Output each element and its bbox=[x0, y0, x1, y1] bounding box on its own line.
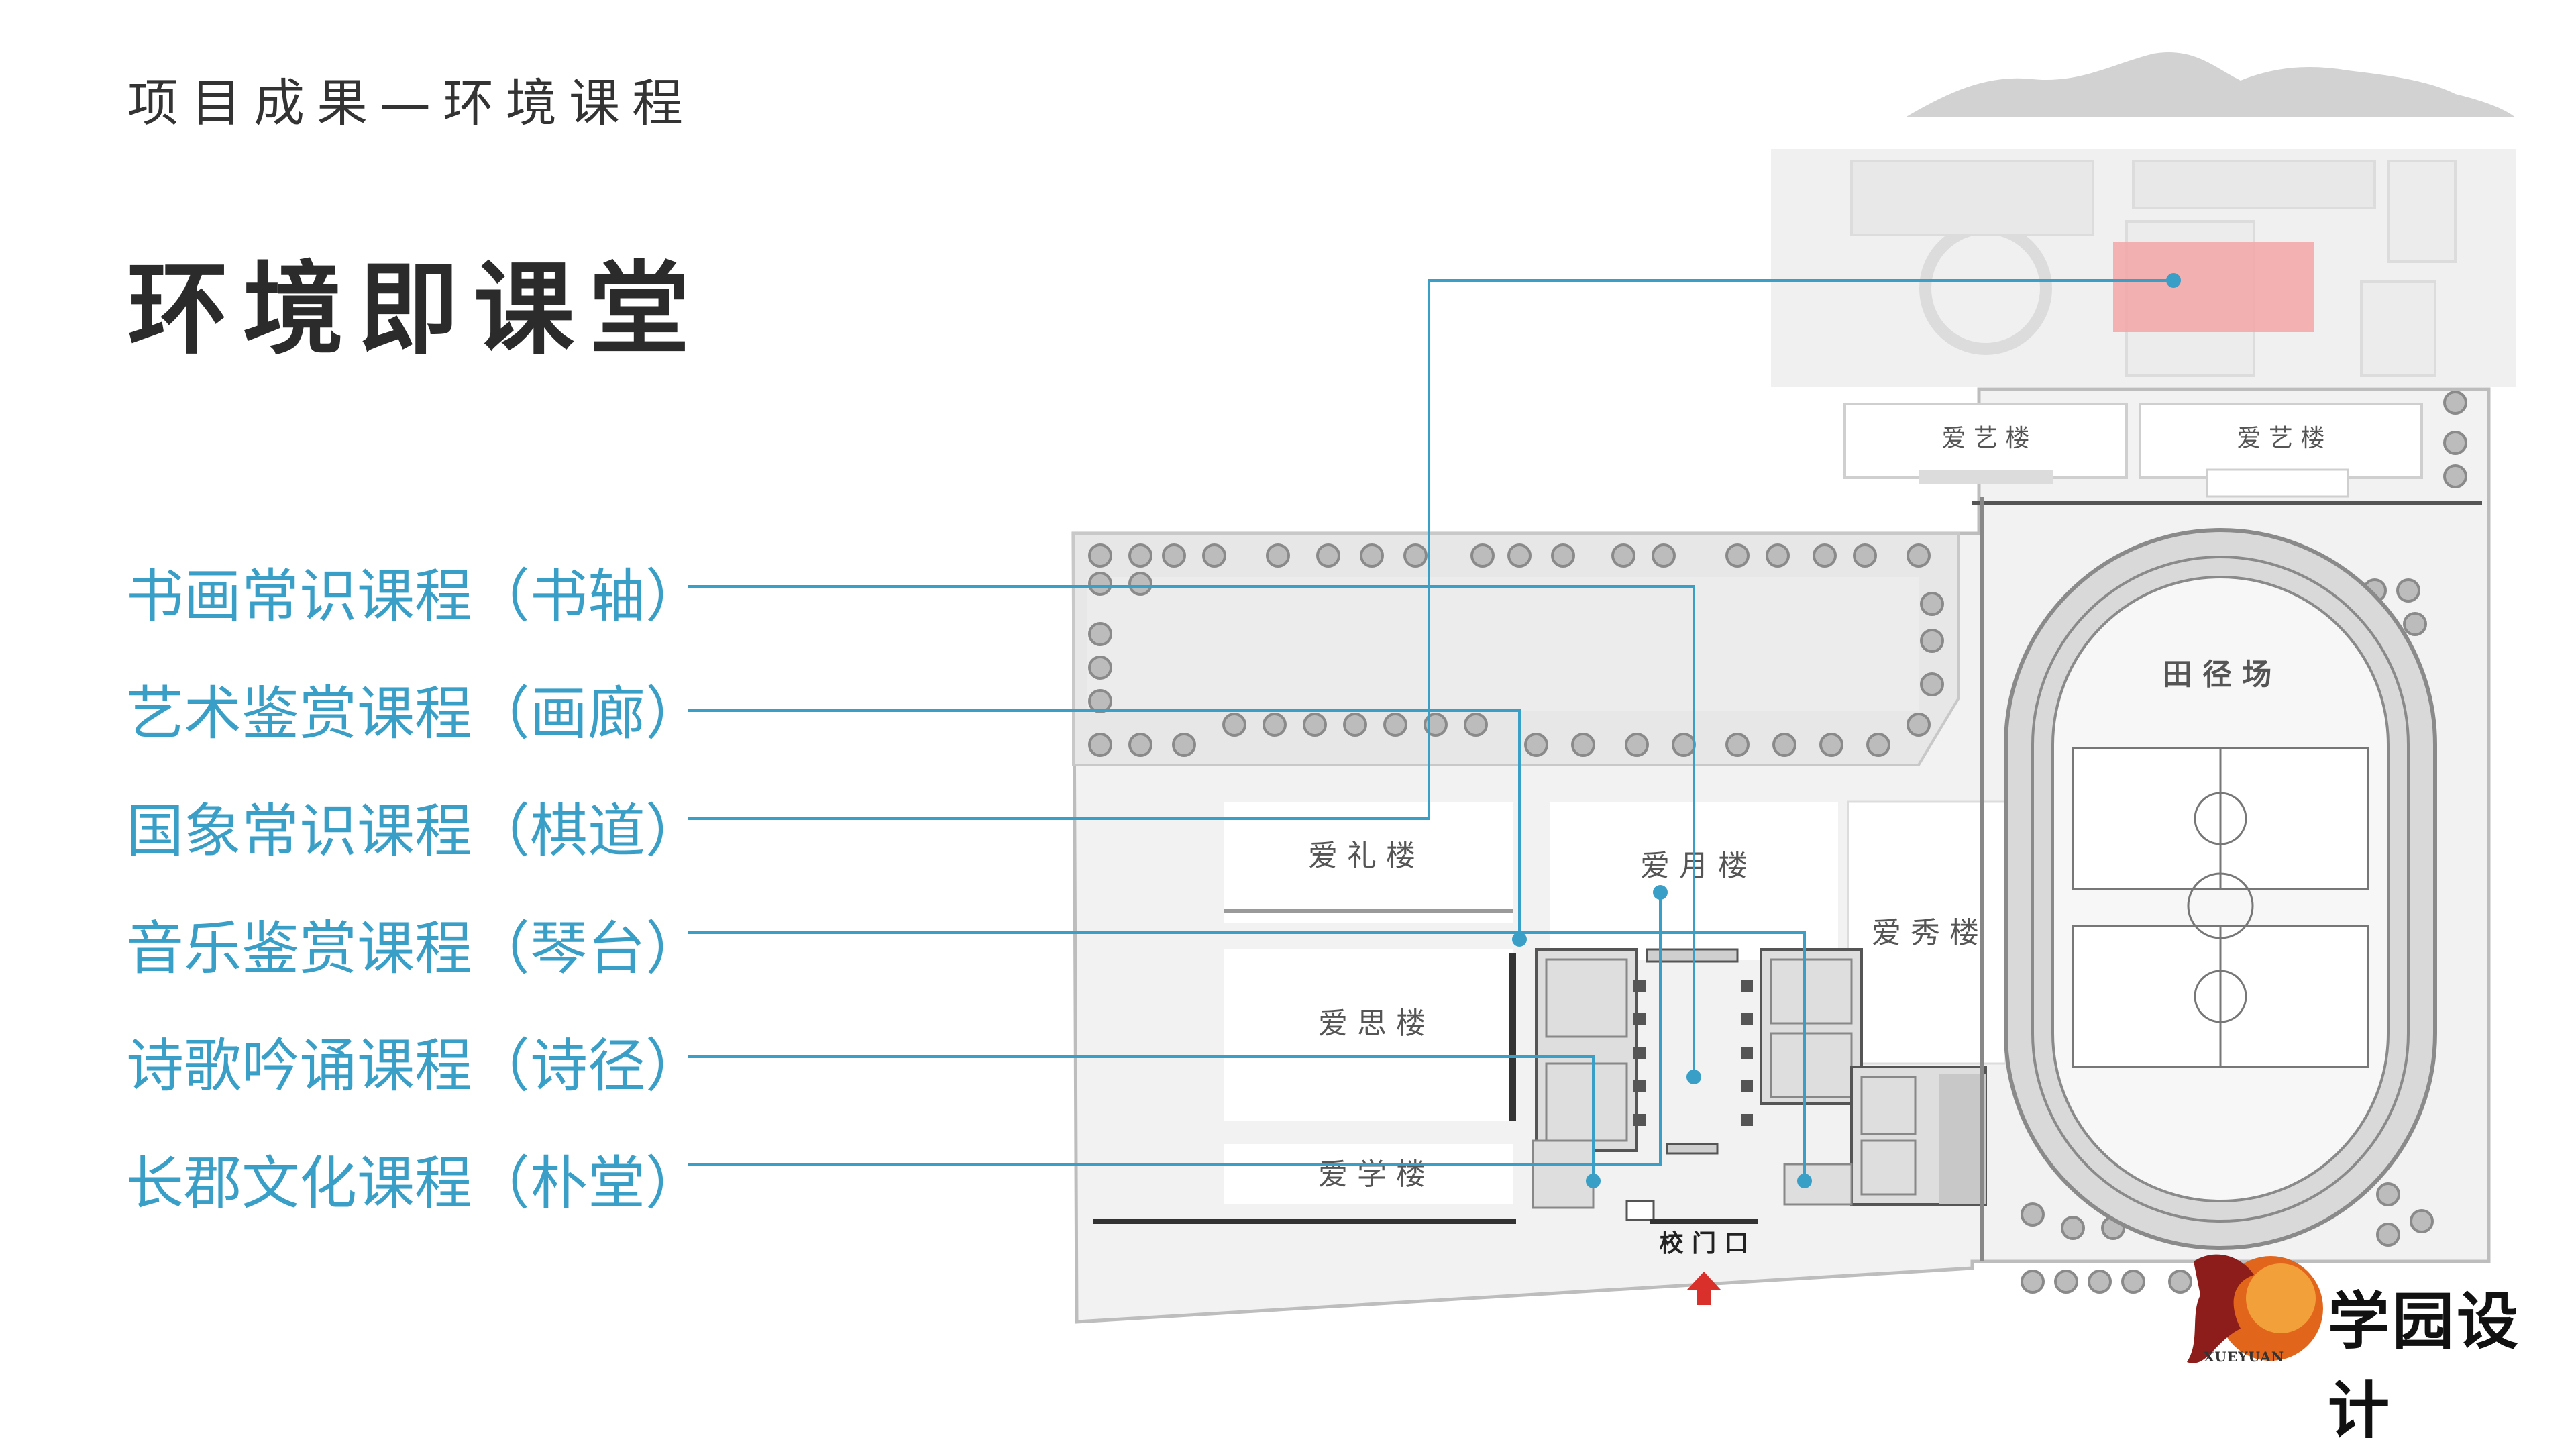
building-label-aixue: 爱 学 楼 bbox=[1318, 1157, 1426, 1192]
course-label-culture: 长郡文化课程（朴堂） bbox=[126, 1150, 703, 1217]
course-label-calligraphy: 书画常识课程（书轴） bbox=[126, 563, 703, 630]
course-label-chess: 国象常识课程（棋道） bbox=[126, 798, 703, 865]
gate-label: 校 门 口 bbox=[1659, 1230, 1748, 1257]
logo-subtext: XUEYUAN bbox=[2204, 1349, 2285, 1365]
course-label-poetry: 诗歌吟诵课程（诗径） bbox=[126, 1033, 703, 1100]
track-label: 田 径 场 bbox=[2163, 658, 2272, 692]
building-label-aisi: 爱 思 楼 bbox=[1318, 1006, 1426, 1041]
gate-arrow-icon bbox=[1687, 1272, 1721, 1305]
highlight-zone bbox=[2113, 242, 2314, 332]
page-subtitle: 项目成果—环境课程 bbox=[127, 73, 695, 133]
leader-lines bbox=[688, 279, 2174, 1181]
building-label-aixiu: 爱 秀 楼 bbox=[1872, 916, 1979, 950]
building-label-yiyi-2: 爱 艺 楼 bbox=[2237, 425, 2325, 452]
mountain-decoration bbox=[1905, 52, 2516, 117]
north-area bbox=[1771, 149, 2516, 387]
course-label-music: 音乐鉴赏课程（琴台） bbox=[126, 915, 703, 982]
building-label-aili: 爱 礼 楼 bbox=[1308, 839, 1415, 873]
building-label-yiyi-1: 爱 艺 楼 bbox=[1942, 425, 2030, 452]
logo-icon bbox=[2187, 1254, 2323, 1363]
logo-name: 学园设计 bbox=[2328, 1286, 2522, 1447]
leader-dots bbox=[1512, 273, 2181, 1188]
course-label-art: 艺术鉴赏课程（画廊） bbox=[126, 680, 703, 747]
page-title: 环境即课堂 bbox=[127, 252, 705, 368]
map-labels: 爱 艺 楼 爱 艺 楼 爱 礼 楼 爱 月 楼 爱 秀 楼 爱 思 楼 爱 学 … bbox=[1308, 425, 2324, 1257]
track-field bbox=[2004, 528, 2437, 1250]
tree-dots bbox=[1088, 391, 2467, 1294]
